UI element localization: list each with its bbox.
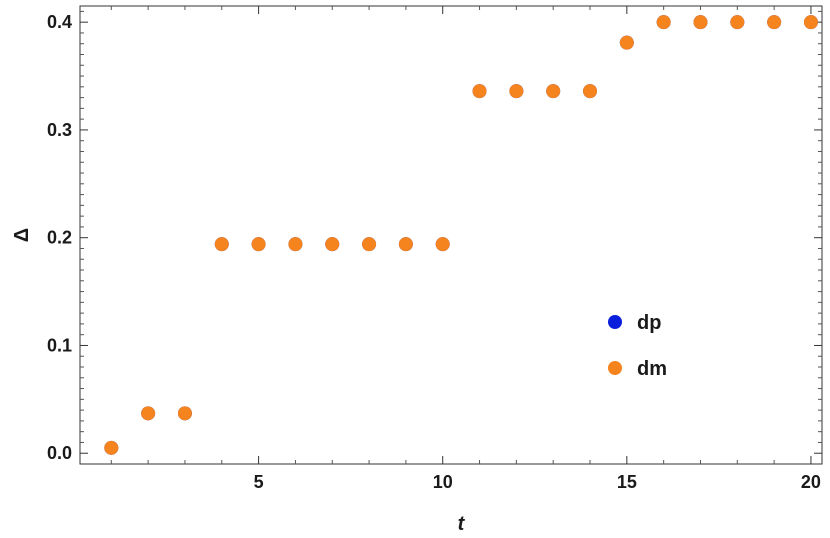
data-point-dm — [730, 15, 745, 30]
y-tick-label: 0.4 — [47, 12, 72, 32]
data-point-dm — [177, 406, 192, 421]
data-point-dm — [693, 15, 708, 30]
data-point-dm — [767, 15, 782, 30]
data-point-dm — [141, 406, 156, 421]
x-tick-label: 5 — [254, 472, 264, 492]
y-tick-label: 0.0 — [47, 443, 72, 463]
x-axis-label: t — [458, 513, 466, 535]
x-tick-label: 10 — [433, 472, 453, 492]
legend-label-dp: dp — [637, 312, 661, 334]
data-point-dm — [104, 440, 119, 455]
data-point-dm — [214, 237, 229, 252]
data-point-dm — [362, 237, 377, 252]
data-point-dm — [288, 237, 303, 252]
legend-label-dm: dm — [637, 358, 667, 380]
data-point-dm — [435, 237, 450, 252]
axis-ticks: 5 10 15 20 0.0 0.1 0.2 0.3 0.4 — [47, 6, 822, 492]
data-point-dm — [325, 237, 340, 252]
data-point-dm — [546, 84, 561, 99]
plot-frame — [79, 5, 823, 465]
data-point-dm — [583, 84, 598, 99]
x-tick-label: 15 — [617, 472, 637, 492]
data-point-dm — [803, 15, 818, 30]
plot-border — [79, 5, 823, 465]
y-axis-label: Δ — [11, 228, 33, 242]
x-tick-label: 20 — [801, 472, 821, 492]
data-point-dm — [656, 15, 671, 30]
data-point-dm — [472, 84, 487, 99]
data-points — [104, 15, 818, 455]
y-tick-label: 0.2 — [47, 228, 72, 248]
data-point-dm — [251, 237, 266, 252]
legend-marker-dm — [608, 361, 622, 375]
y-tick-label: 0.1 — [47, 335, 72, 355]
data-point-dm — [509, 84, 524, 99]
legend: dp dm — [608, 312, 667, 380]
y-tick-label: 0.3 — [47, 120, 72, 140]
data-point-dm — [619, 35, 634, 50]
legend-marker-dp — [608, 315, 622, 329]
data-point-dm — [398, 237, 413, 252]
